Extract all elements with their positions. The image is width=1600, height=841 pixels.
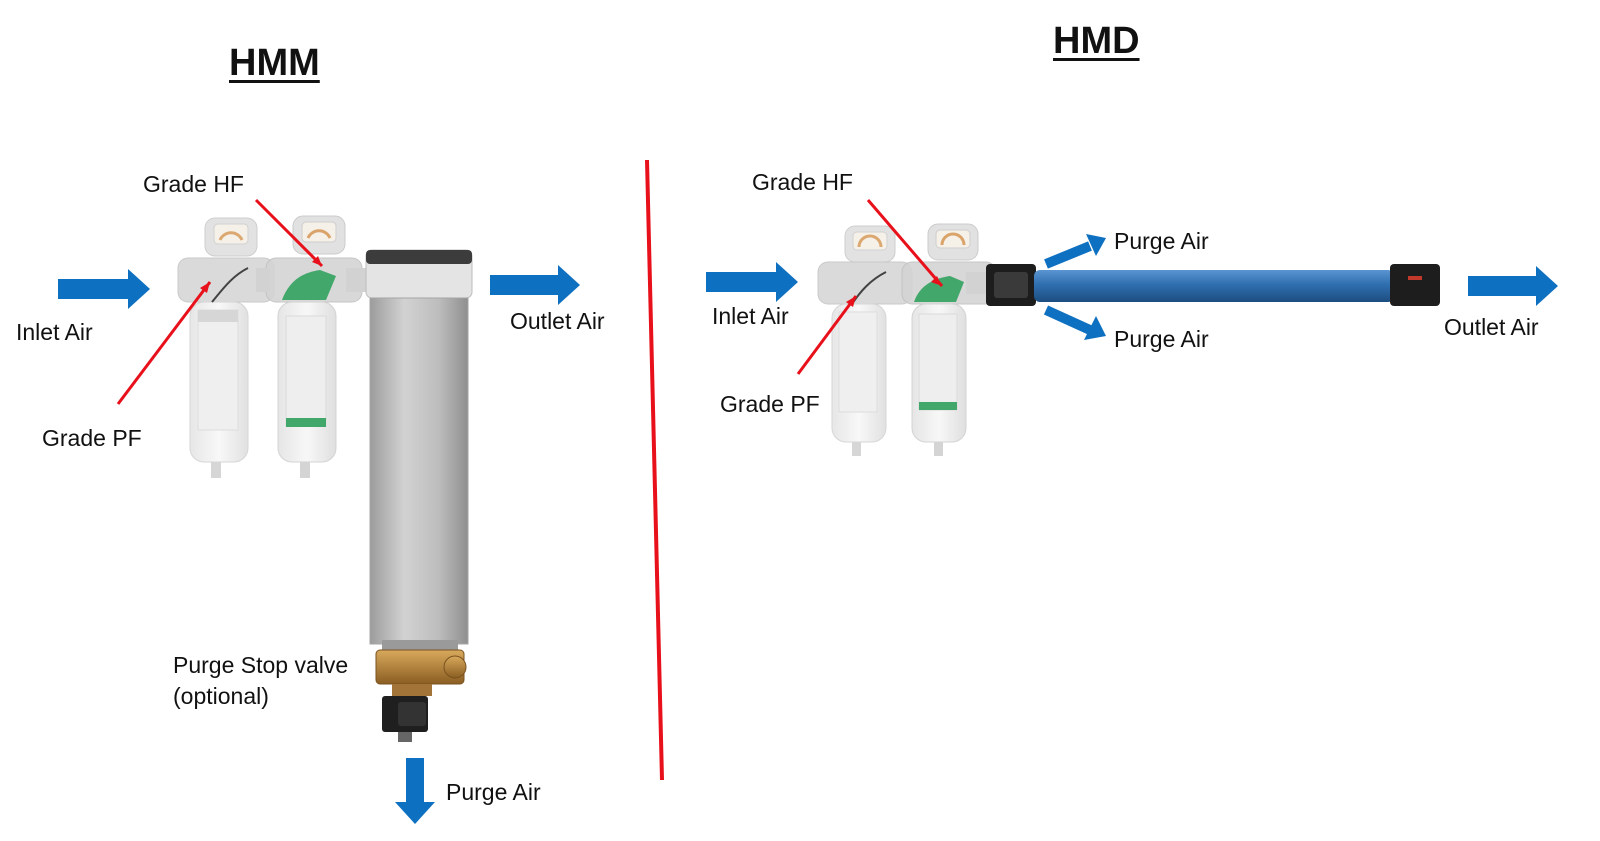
hmd-hf-filter	[901, 223, 997, 456]
hmd-hf-pointer	[866, 199, 944, 287]
hmd-grade-pf-label: Grade PF	[720, 391, 820, 417]
hmd-purge-arrow-top	[1044, 234, 1106, 269]
hmd-title: HMD	[1053, 20, 1140, 62]
hmd-pf-pointer	[796, 295, 858, 375]
hmm-grade-hf-label: Grade HF	[143, 171, 244, 197]
hmd-outlet-label: Outlet Air	[1444, 314, 1539, 340]
membrane-module	[986, 264, 1440, 306]
hmd-grade-hf-label: Grade HF	[752, 169, 853, 195]
hmm-hf-filter	[265, 215, 363, 478]
hmm-title: HMM	[229, 42, 320, 84]
hmm-grade-pf-label: Grade PF	[42, 425, 142, 451]
hmm-connector	[346, 268, 368, 292]
hmm-pf-filter	[177, 217, 275, 478]
purge-stop-valve-label: Purge Stop valve	[173, 652, 349, 678]
hmm-dryer-column	[365, 249, 473, 650]
hmm-pf-pointer	[116, 281, 212, 405]
hmd-purge-arrow-bottom	[1043, 305, 1106, 340]
hmm-outlet-arrow	[490, 265, 580, 305]
hmd-inlet-label: Inlet Air	[712, 303, 789, 329]
hmm-purge-arrow	[395, 758, 435, 824]
hmd-outlet-arrow	[1468, 266, 1558, 306]
hmm-hf-pointer	[254, 198, 324, 268]
hmd-inlet-arrow	[706, 262, 798, 302]
hmd-purge-top-label: Purge Air	[1114, 228, 1209, 254]
purge-stop-valve-optional-label: (optional)	[173, 683, 269, 709]
hmm-purge-label: Purge Air	[446, 779, 541, 805]
hmm-outlet-label: Outlet Air	[510, 308, 605, 334]
section-divider	[645, 159, 664, 781]
hmd-connector	[966, 272, 988, 294]
hmm-connector	[256, 268, 270, 292]
hmm-inlet-arrow	[58, 269, 150, 309]
hmd-pf-filter	[817, 225, 913, 456]
purge-stop-valve	[375, 649, 467, 742]
hmd-purge-bottom-label: Purge Air	[1114, 326, 1209, 352]
hmm-inlet-label: Inlet Air	[16, 319, 93, 345]
